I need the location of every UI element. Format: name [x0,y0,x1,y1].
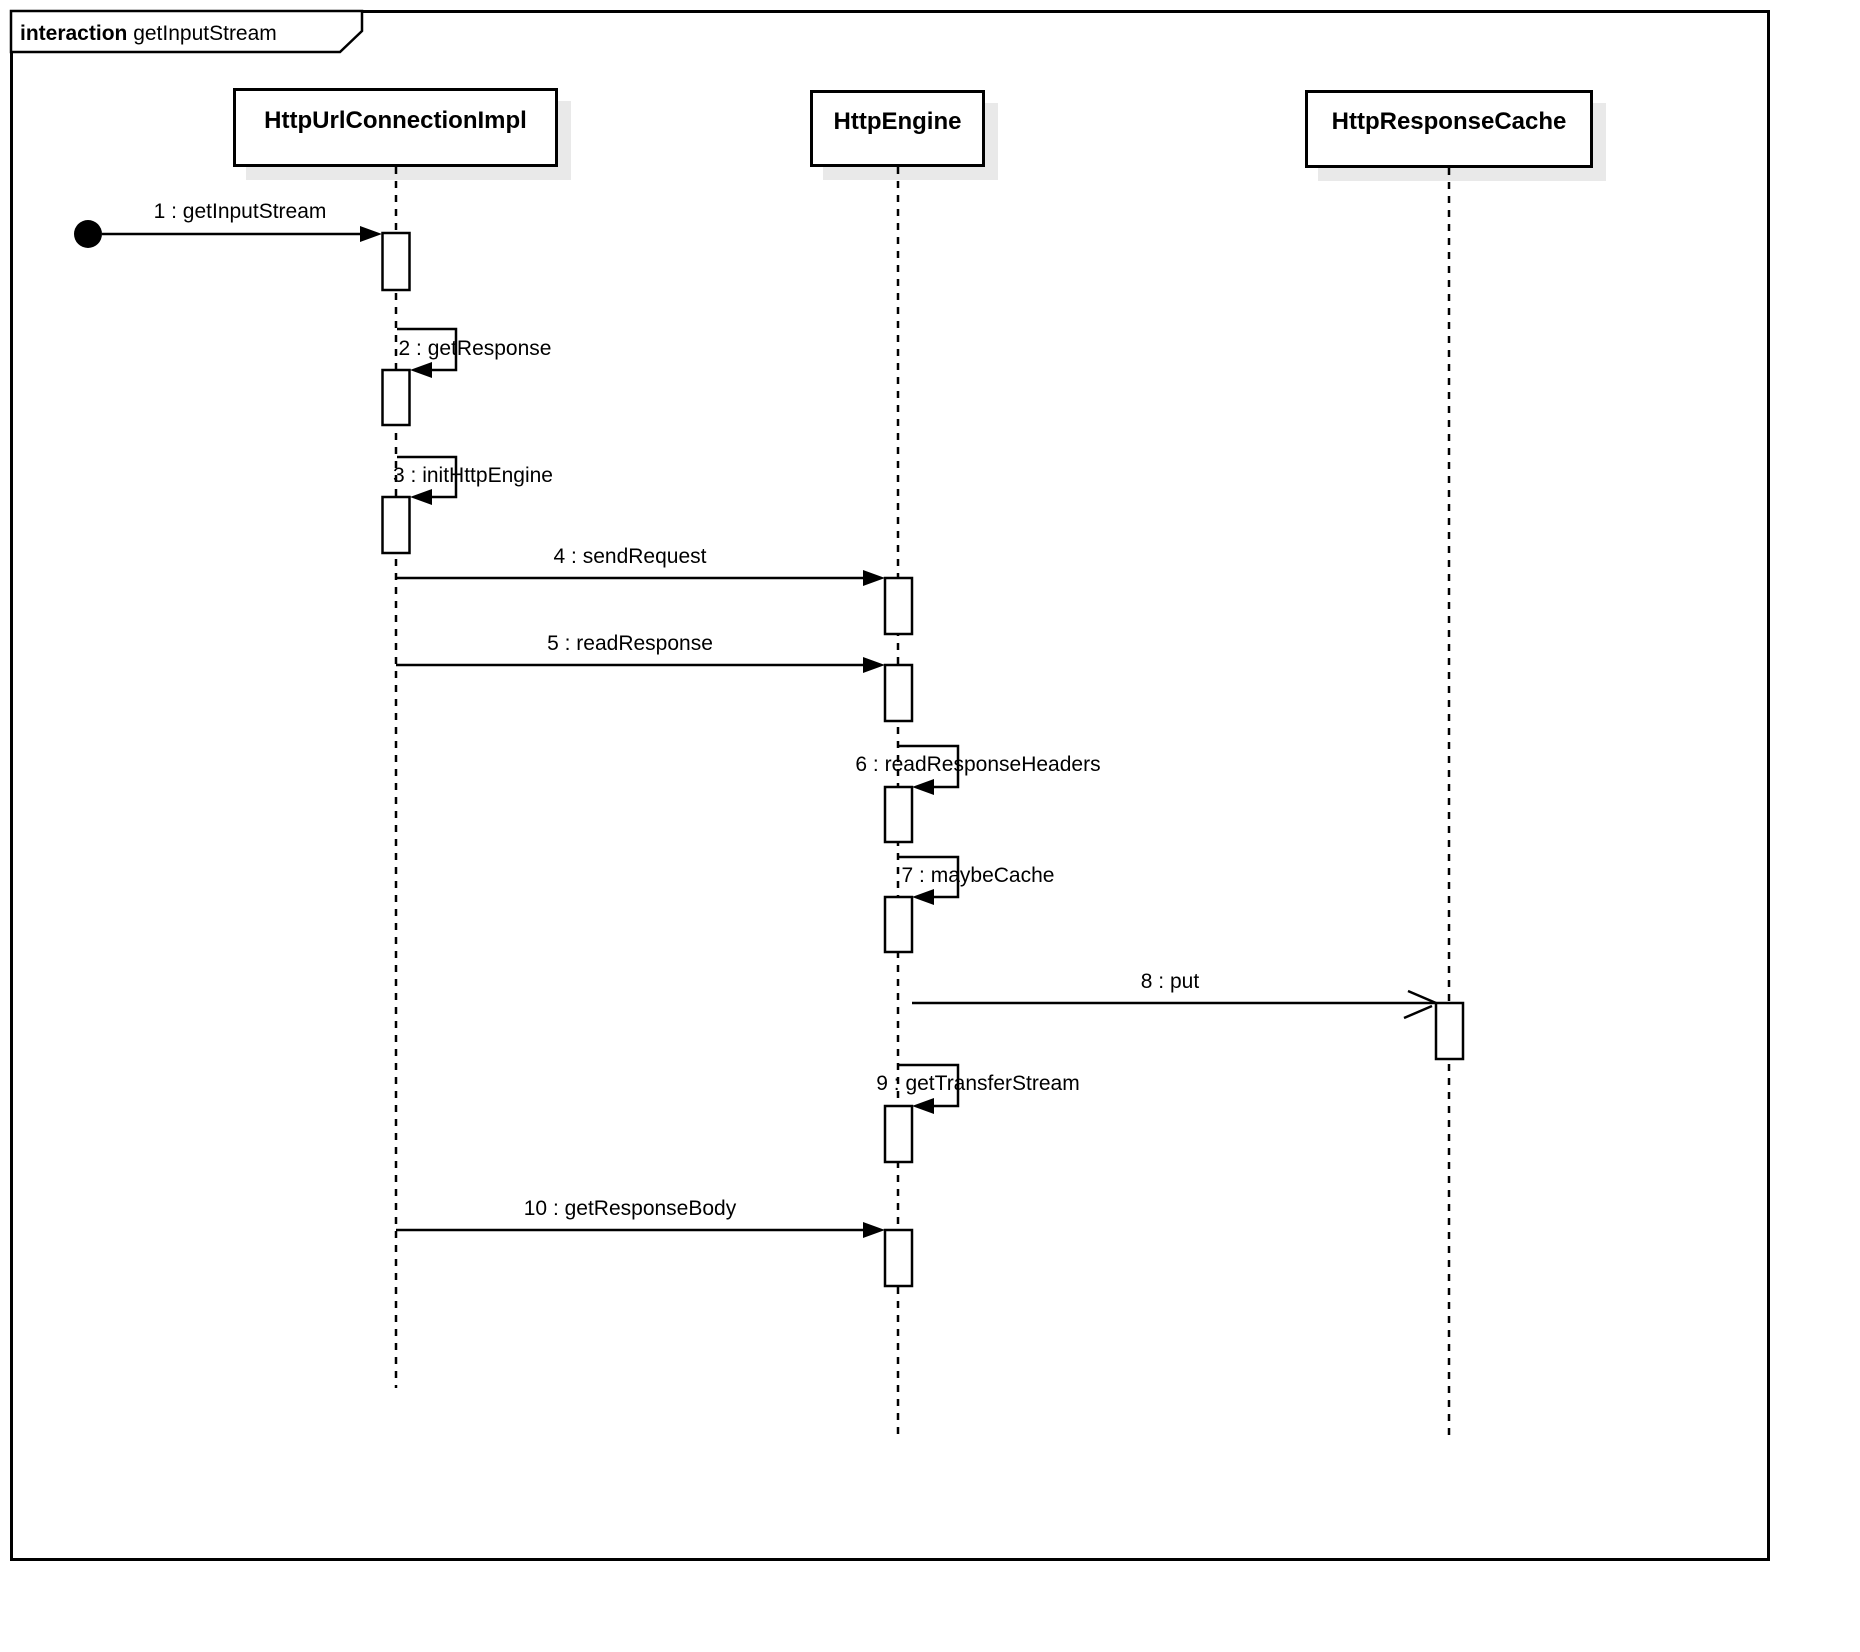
initial-node [74,220,102,248]
message-3-arrowhead [410,489,432,505]
message-3-line [397,455,458,499]
activation-bar [883,576,914,636]
message-4-label: 4 : sendRequest [553,545,707,568]
message-8-label: 8 : put [1140,970,1200,993]
message-2-arrowhead [410,362,432,378]
message-1-arrowhead [360,226,382,242]
message-9-arrowhead [912,1098,934,1114]
message-5-arrowhead [863,657,885,673]
message-8-arrowhead [1407,989,1437,1005]
lifeline-head-httpengine: HttpEngine [810,90,985,167]
activation-bar [883,663,914,723]
message-9-label: 9 : getTransferStream [876,1072,1080,1095]
activation-bar [1434,1001,1465,1061]
message-6-arrowhead [912,779,934,795]
activation-bar [883,895,914,954]
frame-name: getInputStream [133,22,277,45]
frame-keyword: interaction [20,22,128,45]
lifeline-name: HttpUrlConnectionImpl [264,106,527,134]
message-2-label: 2 : getResponse [398,337,552,360]
lifeline-head-httpurlconnectionimpl: HttpUrlConnectionImpl [233,88,558,167]
activation-bar [381,231,411,292]
message-7-label: 7 : maybeCache [901,864,1055,887]
message-3-label: 3 : initHttpEngine [393,464,553,487]
message-2-line [397,327,458,372]
activation-bar [883,1228,914,1288]
message-5-label: 5 : readResponse [547,632,713,655]
activation-bar [381,368,411,427]
lifeline-name: HttpEngine [833,107,962,135]
message-10-label: 10 : getResponseBody [523,1197,737,1220]
activation-bar [883,1104,914,1164]
message-6-label: 6 : readResponseHeaders [855,753,1101,776]
frame-title: interaction getInputStream [20,22,277,46]
message-10-arrowhead [863,1222,885,1238]
interaction-frame [10,10,1770,1561]
message-7-arrowhead [912,889,934,905]
activation-bar [883,785,914,844]
lifeline-head-httpresponsecache: HttpResponseCache [1305,90,1593,168]
activation-bar [381,495,411,555]
message-8-arrowhead [1403,1004,1433,1020]
message-1-label: 1 : getInputStream [153,200,327,223]
message-4-arrowhead [863,570,885,586]
message-9-line [899,1063,960,1108]
message-6-line [899,744,960,789]
frame-label-tab [9,9,364,54]
message-7-line [899,855,960,899]
lifeline-name: HttpResponseCache [1331,108,1567,135]
